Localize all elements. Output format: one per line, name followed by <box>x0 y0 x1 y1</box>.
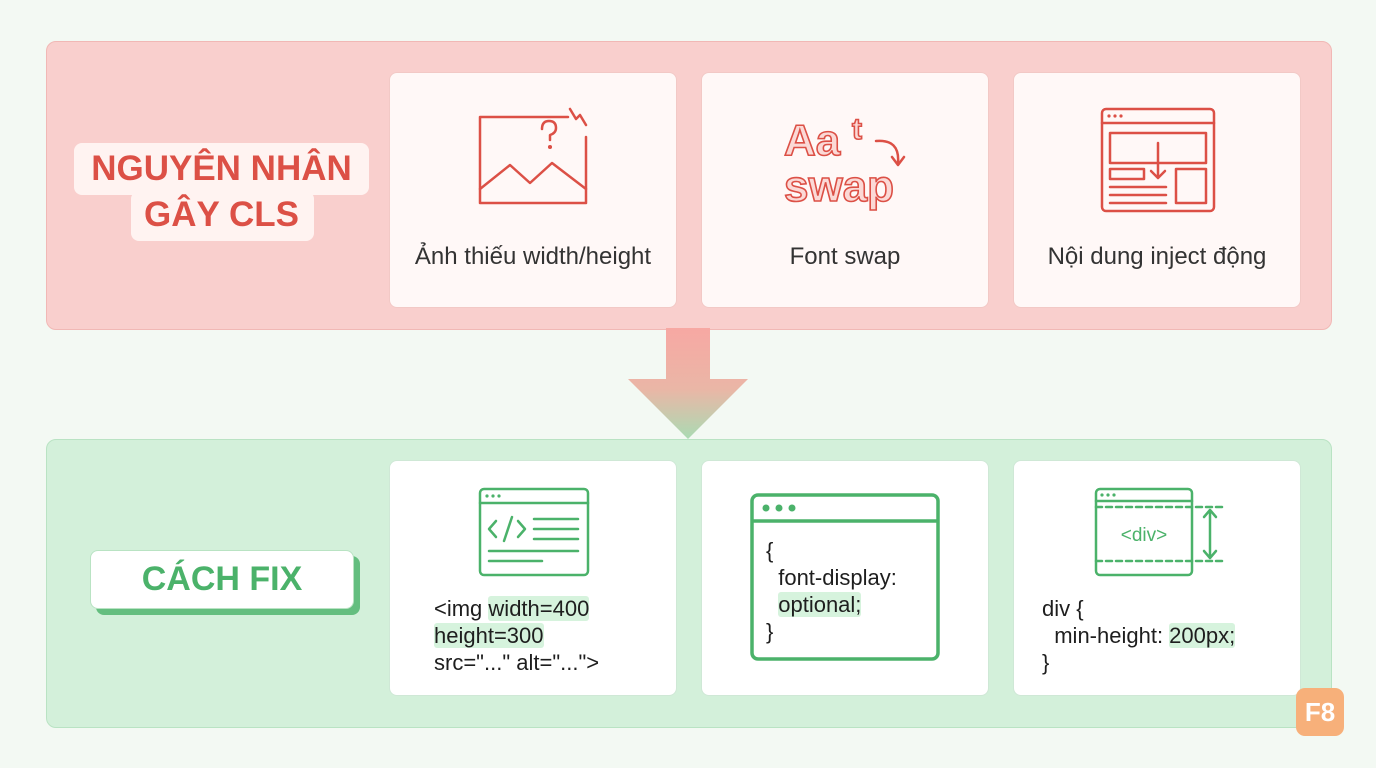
causes-title: NGUYÊN NHÂN GÂY CLS <box>91 149 352 234</box>
cause-label-font: Font swap <box>789 243 901 270</box>
code-window-icon <box>478 487 590 577</box>
font-swap-icon: Aa t swap <box>783 112 906 211</box>
svg-text:Aa: Aa <box>784 116 841 165</box>
fix-card-image: <img width=400 height=300 src="..." alt=… <box>389 460 677 696</box>
fix-code-image: <img width=400 height=300 src="..." alt=… <box>434 596 600 675</box>
svg-text:<div>: <div> <box>1121 525 1167 546</box>
cause-card-image: Ảnh thiếu width/height <box>389 72 677 308</box>
f8-logo-badge: F8 <box>1296 688 1344 736</box>
fix-card-inject: <div> div { min-height: 200px; } <box>1013 460 1301 696</box>
causes-title-box: NGUYÊN NHÂN GÂY CLS <box>74 143 369 241</box>
cause-card-font: Aa t swap Font swap <box>701 72 989 308</box>
svg-text:swap: swap <box>784 162 894 211</box>
fix-card-font: { font-display: optional; } <box>701 460 989 696</box>
browser-window-icon <box>750 493 940 661</box>
down-arrow-icon <box>628 328 748 439</box>
fix-code-inject: div { min-height: 200px; } <box>1042 596 1236 675</box>
broken-image-icon <box>478 107 588 205</box>
cause-label-inject: Nội dung inject động <box>1047 243 1267 270</box>
cause-label-image: Ảnh thiếu width/height <box>414 243 652 270</box>
layout-inject-icon <box>1100 107 1216 213</box>
fixes-title: CÁCH FIX <box>90 550 354 609</box>
div-height-icon: <div> <box>1094 487 1228 577</box>
fix-code-font: { font-display: optional; } <box>766 538 897 644</box>
cause-card-inject: Nội dung inject động <box>1013 72 1301 308</box>
svg-text:t: t <box>852 113 862 146</box>
